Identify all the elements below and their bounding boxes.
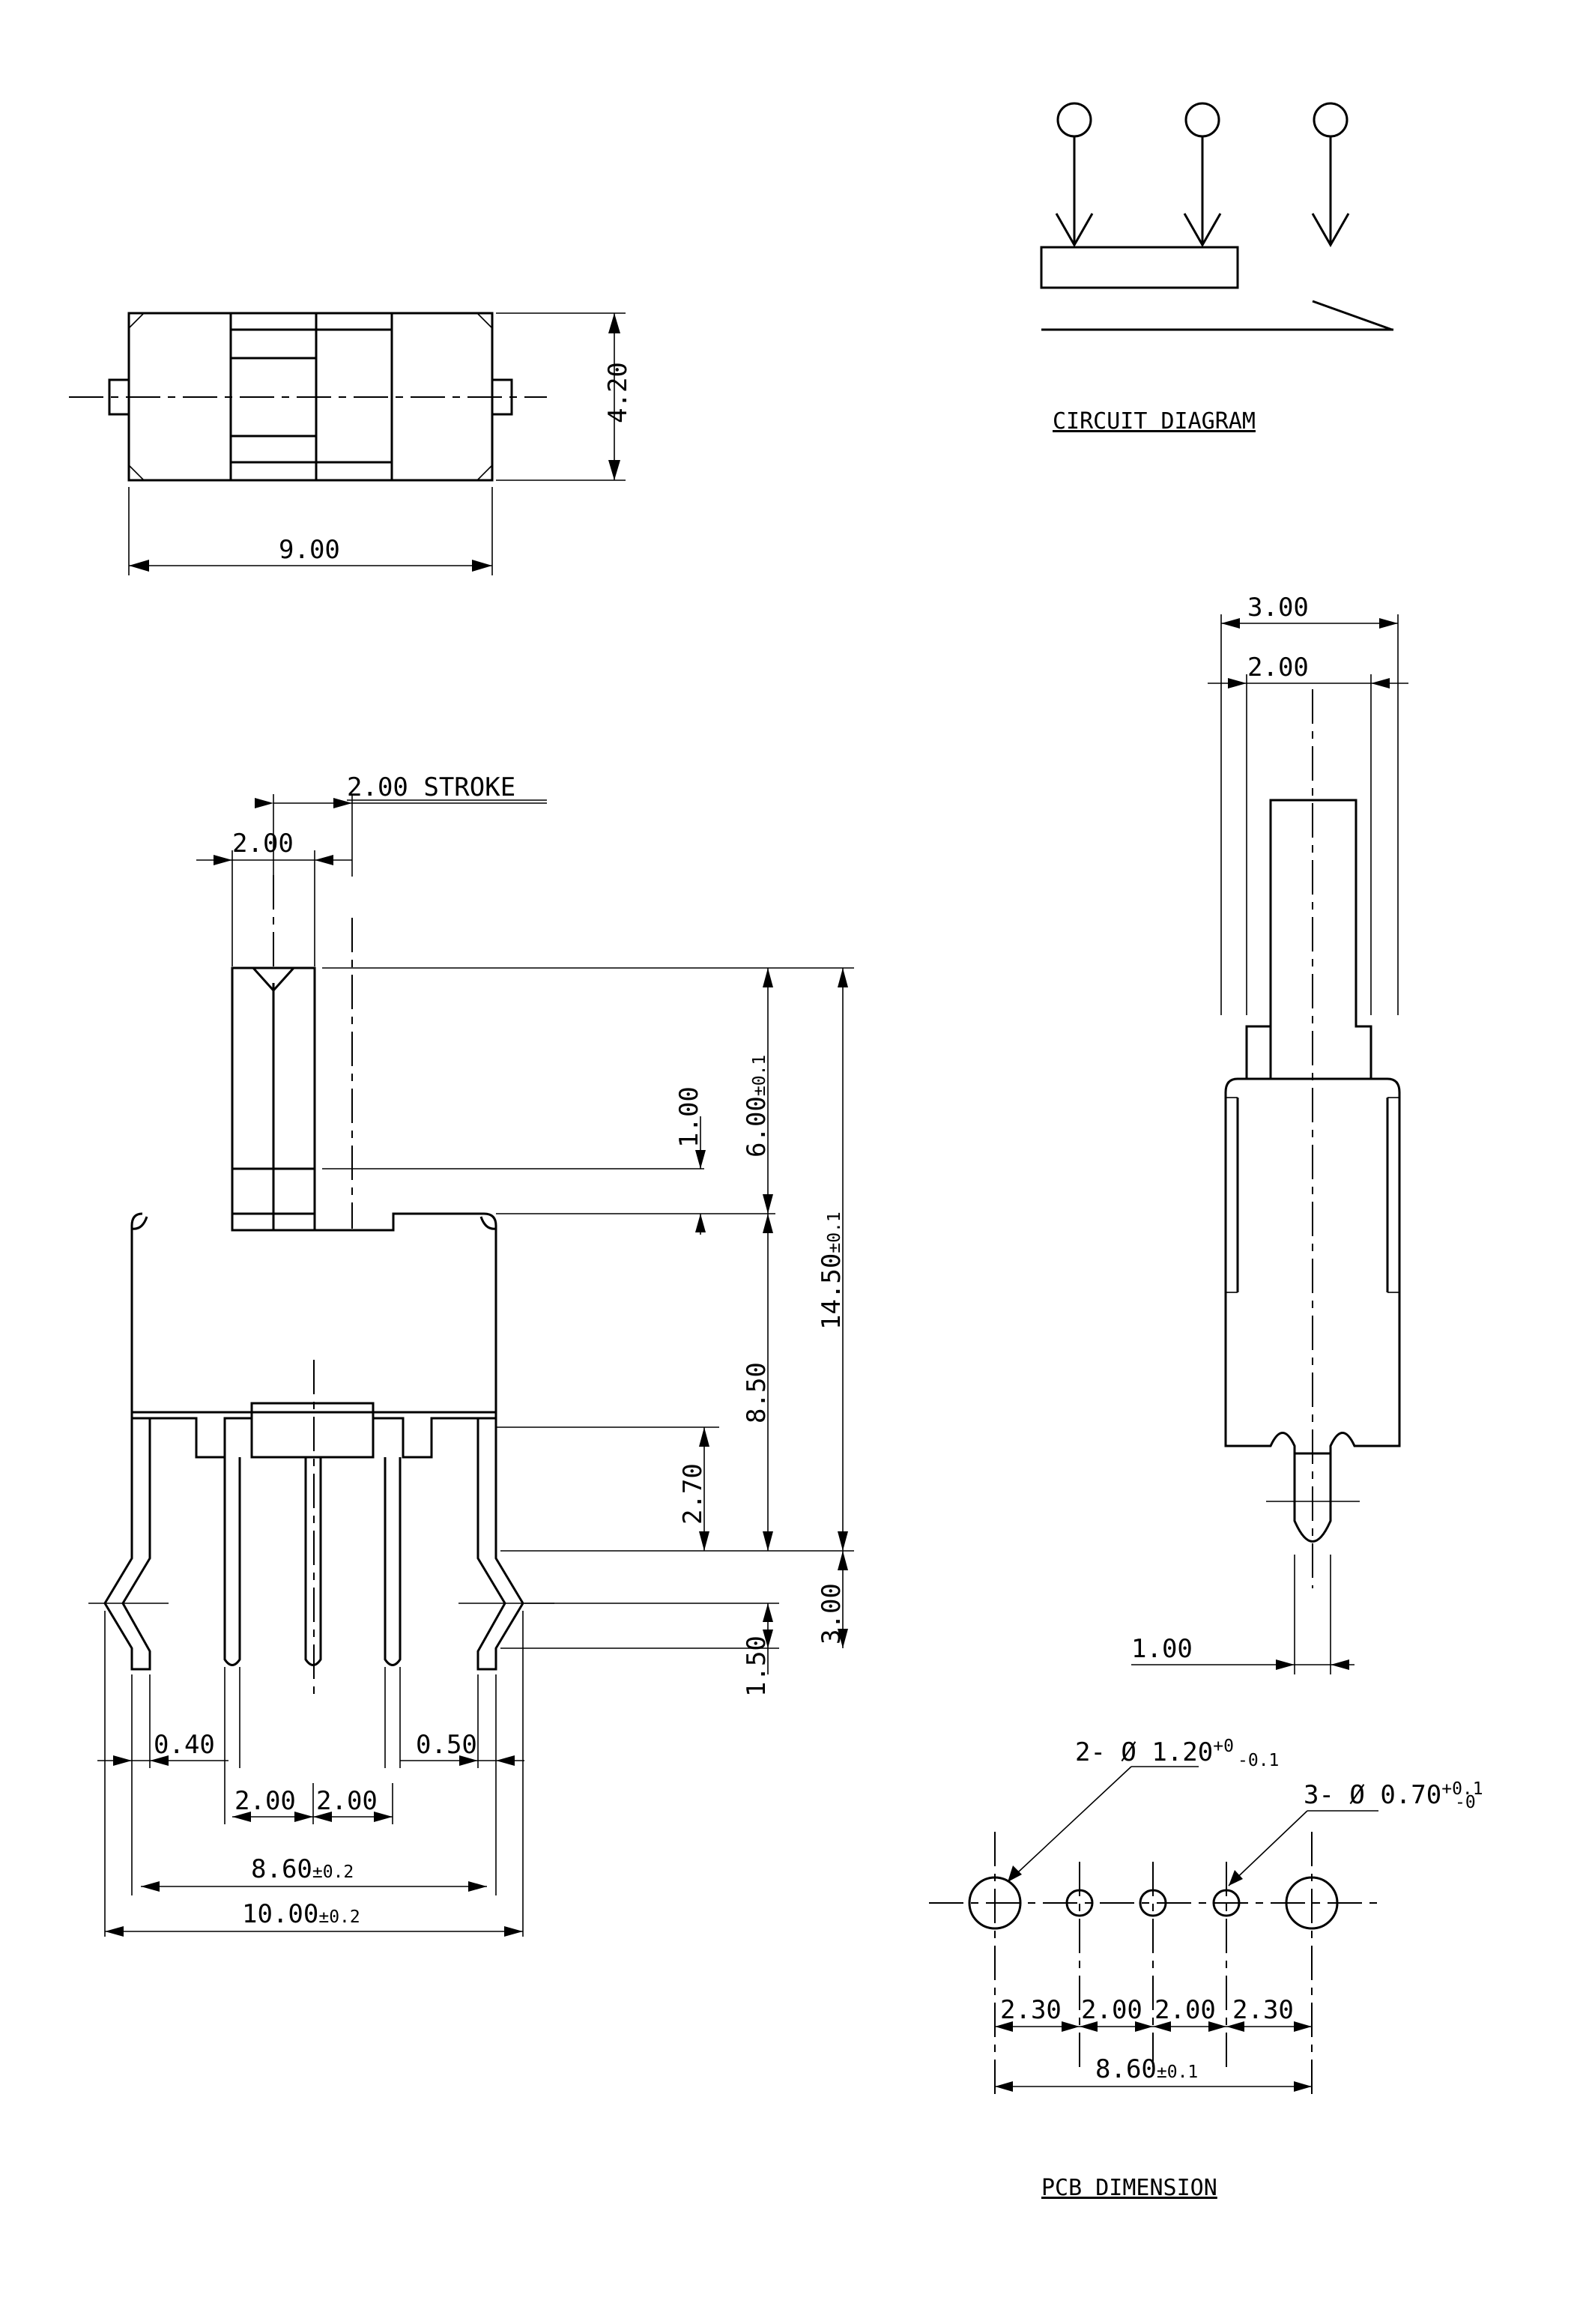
dim-top-height: 4.20 [603,362,633,423]
dim-overall-height-tol: ±0.1 [825,1211,844,1253]
dim-actuator-height: 6.00±0.1 [742,1055,772,1158]
dim-pitch-right: 2.00 [316,1786,378,1816]
front-view: 2.00 STROKE 2.00 1.00 6.00±0.1 14.50±0. [88,772,854,1937]
pcb-spacing-2: 2.00 [1081,1995,1142,2025]
pcb-dimension: 2- Ø 1.20+0 -0.1 3- Ø 0.70+0.1 -0 2.30 2… [929,1737,1483,2201]
pcb-small-hole-label: 3- Ø 0.70 [1304,1780,1441,1810]
dim-side-outer: 3.00 [1247,593,1309,623]
pcb-spacing-1: 2.30 [1000,1995,1062,2025]
dim-overall-height-value: 14.50 [817,1253,847,1330]
pcb-total: 8.60±0.1 [1095,2054,1198,2084]
dim-side-inner: 2.00 [1247,653,1309,683]
dim-overall-width-tol: ±0.2 [318,1907,360,1927]
dim-actuator-width: 2.00 [232,829,294,859]
pcb-large-hole: 2- Ø 1.20+0 [1075,1737,1234,1767]
pcb-small-hole-tol-minus: -0 [1455,1793,1476,1812]
dim-overall-width-value: 10.00 [242,1899,318,1929]
dim-body-height: 8.50 [742,1362,772,1423]
dim-pin-length: 3.00 [817,1583,847,1644]
pcb-spacing-3: 2.00 [1154,1995,1216,2025]
dim-bracket-span-tol: ±0.2 [312,1862,354,1882]
circuit-diagram: CIRCUIT DIAGRAM [1040,102,1393,435]
dim-top-width: 9.00 [279,535,340,565]
dim-pitch-left: 2.00 [234,1786,296,1816]
dim-actuator-height-tol: ±0.1 [750,1055,769,1096]
dim-overall-width: 10.00±0.2 [242,1899,360,1929]
circuit-diagram-title: CIRCUIT DIAGRAM [1053,408,1256,435]
dim-side-pin: 1.00 [1131,1634,1193,1664]
pcb-small-hole: 3- Ø 0.70+0.1 [1304,1779,1483,1810]
pcb-small-hole-tol-plus: +0.1 [1441,1779,1483,1799]
pcb-large-hole-tol-minus: -0.1 [1238,1751,1279,1770]
dim-actuator-height-value: 6.00 [742,1096,772,1158]
pcb-dimension-title: PCB DIMENSION [1041,2175,1217,2201]
dim-pin-left: 0.40 [154,1730,215,1760]
dim-bracket-span: 8.60±0.2 [251,1854,354,1884]
pcb-spacing-4: 2.30 [1232,1995,1294,2025]
dim-bracket-height: 2.70 [678,1463,708,1525]
dim-pin-bend: 1.50 [742,1635,772,1697]
dim-overall-height: 14.50±0.1 [817,1211,847,1330]
top-view: 4.20 9.00 [69,312,633,575]
pcb-total-value: 8.60 [1095,2054,1157,2084]
dim-pin-right: 0.50 [416,1730,477,1760]
pcb-large-hole-tol-plus: +0 [1213,1737,1234,1756]
side-view: 3.00 2.00 1.00 [1131,593,1408,1674]
dim-step: 1.00 [674,1086,704,1148]
dim-bracket-span-value: 8.60 [251,1854,312,1884]
dim-stroke: 2.00 STROKE [347,772,515,802]
pcb-total-tol: ±0.1 [1157,2063,1198,2082]
pcb-large-hole-label: 2- Ø 1.20 [1075,1737,1213,1767]
